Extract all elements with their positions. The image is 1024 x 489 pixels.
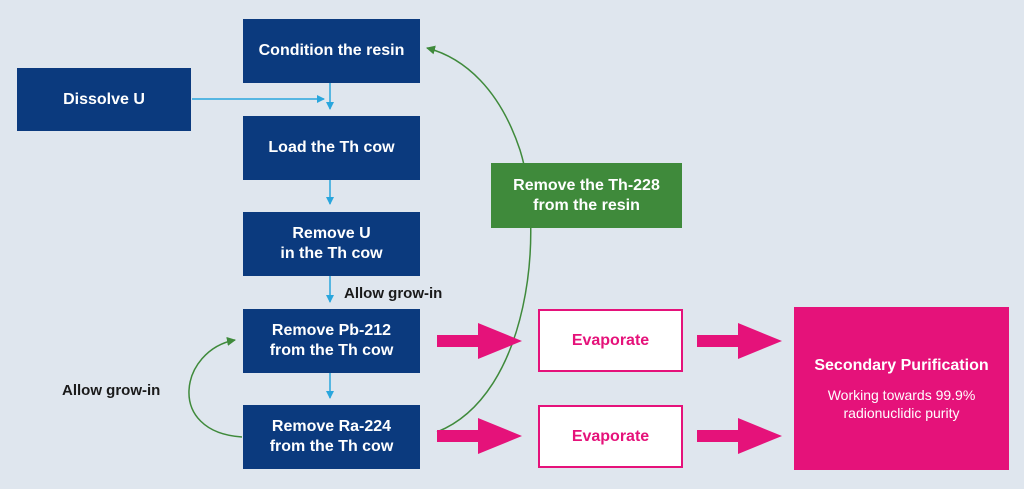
dissolve-u-box: Dissolve U: [17, 68, 191, 131]
load-th-cow-label: Load the Th cow: [268, 139, 395, 156]
evaporate-label-2: Evaporate: [571, 427, 650, 445]
arrow-th-recycle: [426, 45, 532, 433]
secondary-purification-sub-1: Working towards 99.9%: [827, 386, 976, 403]
arrow-grow-in-loop: [188, 337, 243, 438]
arrow-pb-to-evaporate: [437, 323, 522, 359]
arrow-evaporate1-to-secondary: [697, 323, 782, 359]
allow-grow-in-top-label: Allow grow-in: [344, 285, 443, 302]
secondary-purification-sub-2: radionuclidic purity: [843, 404, 960, 421]
remove-th228-box: Remove the Th-228 from the resin: [491, 163, 682, 228]
secondary-purification-title: Secondary Purification: [814, 356, 989, 374]
secondary-purification-box: Secondary Purification Working towards 9…: [794, 307, 1009, 470]
remove-th228-line-2: from the resin: [533, 196, 640, 214]
remove-ra224-line-1: Remove Ra-224: [271, 418, 392, 435]
evaporate-box-2: Evaporate: [538, 405, 683, 468]
evaporate-label-1: Evaporate: [571, 331, 650, 349]
remove-th228-line-1: Remove the Th-228: [513, 176, 660, 194]
arrow-evaporate2-to-secondary: [697, 418, 782, 454]
condition-resin-box: Condition the resin: [243, 19, 420, 83]
remove-u-line-2: in the Th cow: [280, 245, 383, 262]
arrow-ra-to-evaporate: [437, 418, 522, 454]
condition-resin-label: Condition the resin: [258, 42, 405, 59]
allow-grow-in-left-label: Allow grow-in: [62, 382, 161, 399]
remove-u-line-1: Remove U: [292, 225, 371, 242]
evaporate-box-1: Evaporate: [538, 309, 683, 372]
remove-u-box: Remove U in the Th cow: [243, 212, 420, 276]
load-th-cow-box: Load the Th cow: [243, 116, 420, 180]
remove-ra224-line-2: from the Th cow: [269, 438, 394, 455]
remove-pb212-line-1: Remove Pb-212: [271, 322, 392, 339]
dissolve-u-label: Dissolve U: [63, 90, 145, 108]
remove-pb212-box: Remove Pb-212 from the Th cow: [243, 309, 420, 373]
remove-ra224-box: Remove Ra-224 from the Th cow: [243, 405, 420, 469]
remove-pb212-line-2: from the Th cow: [269, 342, 394, 359]
